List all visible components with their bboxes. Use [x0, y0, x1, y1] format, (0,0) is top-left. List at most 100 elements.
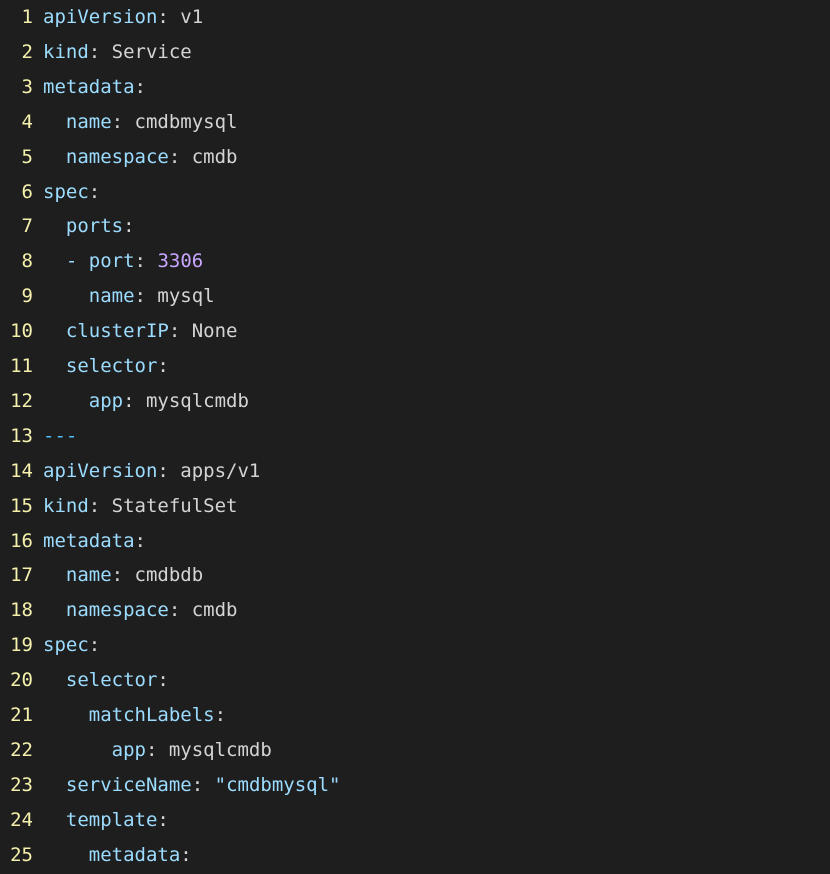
- line-indent: [43, 285, 89, 307]
- token-punct: :: [88, 494, 112, 517]
- line-indent: [43, 111, 66, 133]
- line-content: name: cmdbdb: [43, 558, 203, 593]
- token-key: kind: [43, 40, 89, 63]
- token-key: name: [65, 110, 112, 133]
- line-content: selector:: [43, 349, 169, 384]
- token-punct: :: [123, 215, 135, 238]
- token-key: clusterIP: [65, 320, 169, 343]
- line-content: serviceName: "cmdbmysql": [43, 768, 341, 803]
- code-line[interactable]: 11 selector:: [0, 349, 169, 384]
- line-indent: [43, 564, 66, 586]
- line-number: 11: [10, 355, 33, 377]
- token-punct: :: [214, 704, 227, 726]
- line-number: 23: [10, 773, 33, 796]
- token-str: cmdbmysql: [134, 110, 238, 133]
- line-number: 10: [10, 320, 33, 343]
- token-key: namespace: [65, 145, 169, 168]
- line-number: 19: [10, 634, 33, 657]
- token-key: metadata: [43, 75, 135, 98]
- code-line[interactable]: 25 metadata:: [0, 838, 192, 873]
- token-str: StatefulSet: [111, 494, 238, 517]
- token-str: v1: [180, 6, 204, 28]
- token-punct: :: [191, 773, 215, 796]
- line-number: 17: [10, 564, 33, 587]
- line-number: 2: [21, 40, 33, 63]
- token-punct: :: [168, 145, 192, 168]
- line-number: 5: [21, 145, 33, 168]
- line-indent: [43, 390, 89, 412]
- code-line[interactable]: 23 serviceName: "cmdbmysql": [0, 768, 340, 803]
- line-number: 12: [10, 389, 33, 412]
- token-key: ports: [65, 215, 124, 238]
- line-number: 1: [21, 6, 33, 28]
- code-line[interactable]: 10 clusterIP: None: [0, 314, 238, 349]
- code-line[interactable]: 7 ports:: [0, 209, 135, 244]
- token-num: 3306: [157, 250, 204, 273]
- line-indent: [43, 774, 66, 796]
- token-key: namespace: [65, 599, 169, 622]
- line-number: 8: [21, 250, 33, 273]
- line-content: app: mysqlcmdb: [43, 733, 272, 768]
- token-str: cmdbdb: [134, 564, 204, 587]
- line-content: apiVersion: v1: [43, 0, 203, 35]
- line-content: name: cmdbmysql: [43, 105, 238, 140]
- line-indent: [43, 809, 66, 831]
- line-number: 22: [10, 738, 33, 761]
- line-number: 20: [10, 669, 33, 692]
- line-content: template:: [43, 803, 169, 838]
- line-indent: [43, 146, 66, 168]
- line-content: ports:: [43, 209, 135, 244]
- line-content: apiVersion: apps/v1: [43, 454, 260, 489]
- code-line[interactable]: 6 spec:: [0, 175, 101, 210]
- token-key: serviceName: [65, 773, 192, 796]
- token-punct: :: [157, 355, 169, 377]
- token-key: matchLabels: [88, 704, 215, 726]
- line-content: clusterIP: None: [43, 314, 238, 349]
- code-line[interactable]: 9 name: mysql: [0, 279, 215, 314]
- code-line[interactable]: 8 - port: 3306: [0, 244, 204, 279]
- token-str: Service: [111, 40, 192, 63]
- line-number: 18: [10, 599, 33, 622]
- line-content: namespace: cmdb: [43, 593, 238, 628]
- code-line[interactable]: 17 name: cmdbdb: [0, 558, 203, 593]
- token-str: None: [191, 320, 238, 343]
- line-number: 16: [10, 529, 33, 552]
- line-number: 6: [21, 180, 33, 203]
- token-punct: :: [134, 250, 158, 273]
- line-content: selector:: [43, 663, 169, 698]
- token-key: template: [65, 808, 158, 831]
- token-punct: :: [88, 634, 101, 657]
- code-line[interactable]: 20 selector:: [0, 663, 169, 698]
- line-number: 25: [10, 843, 33, 866]
- token-punct: :: [157, 459, 181, 482]
- token-punct: :: [88, 180, 101, 203]
- token-key: app: [111, 738, 146, 761]
- token-punct: :: [111, 564, 135, 587]
- code-line[interactable]: 24 template:: [0, 803, 169, 838]
- line-content: spec:: [43, 175, 100, 210]
- line-content: matchLabels:: [43, 698, 226, 733]
- code-line[interactable]: 22 app: mysqlcmdb: [0, 733, 272, 768]
- code-line[interactable]: 5 namespace: cmdb: [0, 140, 238, 175]
- token-punct: :: [168, 320, 192, 343]
- code-line[interactable]: 1 apiVersion: v1: [0, 0, 204, 35]
- code-line[interactable]: 21 matchLabels:: [0, 698, 226, 733]
- code-line[interactable]: 12 app: mysqlcmdb: [0, 384, 249, 419]
- line-indent: [43, 844, 89, 866]
- code-line[interactable]: 18 namespace: cmdb: [0, 593, 238, 628]
- code-line[interactable]: 4 name: cmdbmysql: [0, 105, 238, 140]
- line-content: metadata:: [43, 70, 146, 105]
- line-indent: [43, 599, 66, 621]
- line-number: 7: [21, 215, 33, 238]
- token-key: selector: [65, 355, 158, 377]
- token-str: apps/v1: [180, 459, 261, 482]
- code-line[interactable]: 13---: [0, 419, 77, 454]
- token-punct: :: [145, 738, 169, 761]
